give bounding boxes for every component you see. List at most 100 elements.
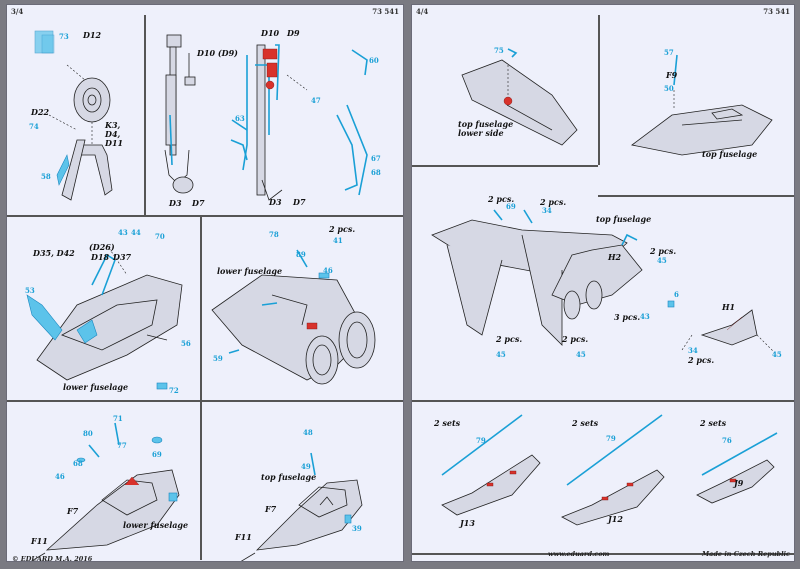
step-tag: D35, D42 xyxy=(33,248,75,258)
step-tag: D9 xyxy=(287,28,300,38)
part-number: 46 xyxy=(55,472,65,481)
pieces-label: 2 pcs. xyxy=(688,355,715,365)
part-number: 58 xyxy=(41,172,51,181)
part-number: 73 xyxy=(59,32,69,41)
cockpit-top-drawing xyxy=(240,452,363,561)
step-tag: D10 (D9) xyxy=(197,48,238,58)
part-label: F7 xyxy=(265,504,277,514)
right-page-code: 73 541 xyxy=(763,7,790,16)
panel-caption: top fuselage xyxy=(702,149,758,159)
part-number: 6 xyxy=(674,290,679,299)
part-label: D7 xyxy=(192,198,205,208)
divider xyxy=(598,195,794,197)
step-tag: D12 xyxy=(83,30,102,40)
part-number: 74 xyxy=(29,122,39,131)
part-label: J13 xyxy=(460,518,475,528)
divider xyxy=(598,15,600,165)
part-number: 71 xyxy=(113,414,123,423)
website: www.eduard.com xyxy=(548,550,610,558)
panel-caption: lower fuselage xyxy=(63,382,129,392)
part-number: 78 xyxy=(269,230,279,239)
part-number: 69 xyxy=(506,202,516,211)
panel-caption: lower fuselage xyxy=(217,266,283,276)
part-number: 60 xyxy=(369,56,379,65)
part-number: 75 xyxy=(494,46,504,55)
divider xyxy=(144,15,146,215)
part-label: F7 xyxy=(67,506,79,516)
pylon-j9-drawing xyxy=(696,432,778,504)
panel-caption: lower side xyxy=(458,128,504,138)
part-number: 79 xyxy=(606,434,616,443)
fuselage-f9-drawing xyxy=(631,54,773,156)
part-label: D7 xyxy=(293,197,306,207)
strut-pe-drawing xyxy=(230,44,368,201)
part-label: H1 xyxy=(722,302,736,312)
divider xyxy=(7,400,403,402)
part-number: 67 xyxy=(371,154,381,163)
part-number: 46 xyxy=(323,266,333,275)
panel-caption: top fuselage xyxy=(458,119,514,129)
divider xyxy=(412,165,598,167)
pieces-label: 2 pcs. xyxy=(329,224,356,234)
part-number: 70 xyxy=(155,232,165,241)
part-number: 79 xyxy=(476,436,486,445)
pieces-label: 3 pcs. xyxy=(614,312,641,322)
part-number: 45 xyxy=(496,350,506,359)
part-number: 43 xyxy=(118,228,128,237)
part-number: 80 xyxy=(83,429,93,438)
pieces-label: 2 pcs. xyxy=(496,334,523,344)
divider xyxy=(412,400,794,402)
full-aircraft-drawing xyxy=(431,209,778,356)
pylon-j13-drawing xyxy=(441,414,541,516)
wheel-strut-drawing xyxy=(34,30,113,201)
part-number: 45 xyxy=(772,350,782,359)
sets-label: 2 sets xyxy=(700,418,727,428)
right-page: 4/4 73 541 75 top fuselage lower side xyxy=(411,4,795,562)
part-number: 45 xyxy=(657,256,667,265)
copyright: © EDUARD M.A. 2016 xyxy=(12,555,93,563)
part-label: D3 xyxy=(169,198,182,208)
part-number: 41 xyxy=(333,236,343,245)
part-number: 34 xyxy=(688,346,698,355)
part-label: D4, xyxy=(105,129,121,139)
divider xyxy=(412,553,794,555)
panel-caption: top fuselage xyxy=(596,214,652,224)
pieces-label: 2 pcs. xyxy=(650,246,677,256)
part-number: 63 xyxy=(235,114,245,123)
step-tag: D18 xyxy=(91,252,110,262)
part-label: H2 xyxy=(608,252,622,262)
oleo-strut-drawing xyxy=(164,34,196,194)
part-number: 68 xyxy=(73,459,83,468)
part-number: 45 xyxy=(576,350,586,359)
part-number: 34 xyxy=(542,206,552,215)
part-label: D11 xyxy=(105,138,124,148)
part-number: 48 xyxy=(303,428,313,437)
pieces-label: 2 pcs. xyxy=(488,194,515,204)
part-number: 39 xyxy=(352,524,362,533)
left-page-code: 73 541 xyxy=(372,7,399,16)
part-number: 89 xyxy=(296,250,306,259)
cockpit-lower-drawing xyxy=(30,422,180,561)
panel-caption: top fuselage xyxy=(261,472,317,482)
part-number: 56 xyxy=(181,339,191,348)
pieces-label: 2 pcs. xyxy=(540,197,567,207)
part-label: J12 xyxy=(608,514,623,524)
fuselage-lower-side-drawing xyxy=(461,48,578,146)
step-tag: D37 xyxy=(113,252,132,262)
engine-nozzles-drawing xyxy=(211,249,376,385)
right-page-number: 4/4 xyxy=(416,7,429,16)
part-number: 72 xyxy=(169,386,179,395)
part-label: F11 xyxy=(235,532,252,542)
part-label: F11 xyxy=(31,536,48,546)
divider xyxy=(7,215,403,217)
part-number: 57 xyxy=(664,48,674,57)
part-number: 59 xyxy=(213,354,223,363)
sets-label: 2 sets xyxy=(434,418,461,428)
part-number: 76 xyxy=(722,436,732,445)
step-tag: D22 xyxy=(31,107,50,117)
part-number: 43 xyxy=(640,312,650,321)
step-tag: F9 xyxy=(666,70,678,80)
part-number: 53 xyxy=(25,286,35,295)
lower-fuselage-bay-drawing xyxy=(26,244,183,390)
